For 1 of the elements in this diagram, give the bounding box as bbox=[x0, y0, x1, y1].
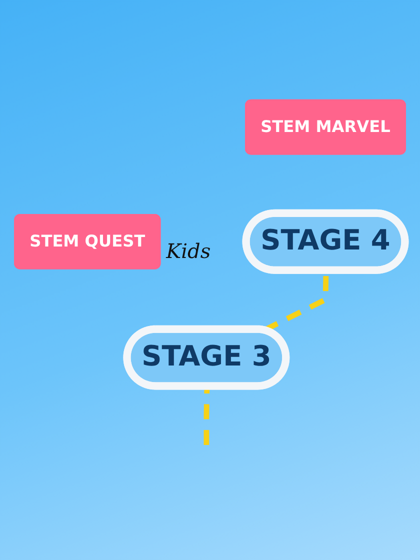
handwritten-label: Kids bbox=[166, 238, 211, 263]
